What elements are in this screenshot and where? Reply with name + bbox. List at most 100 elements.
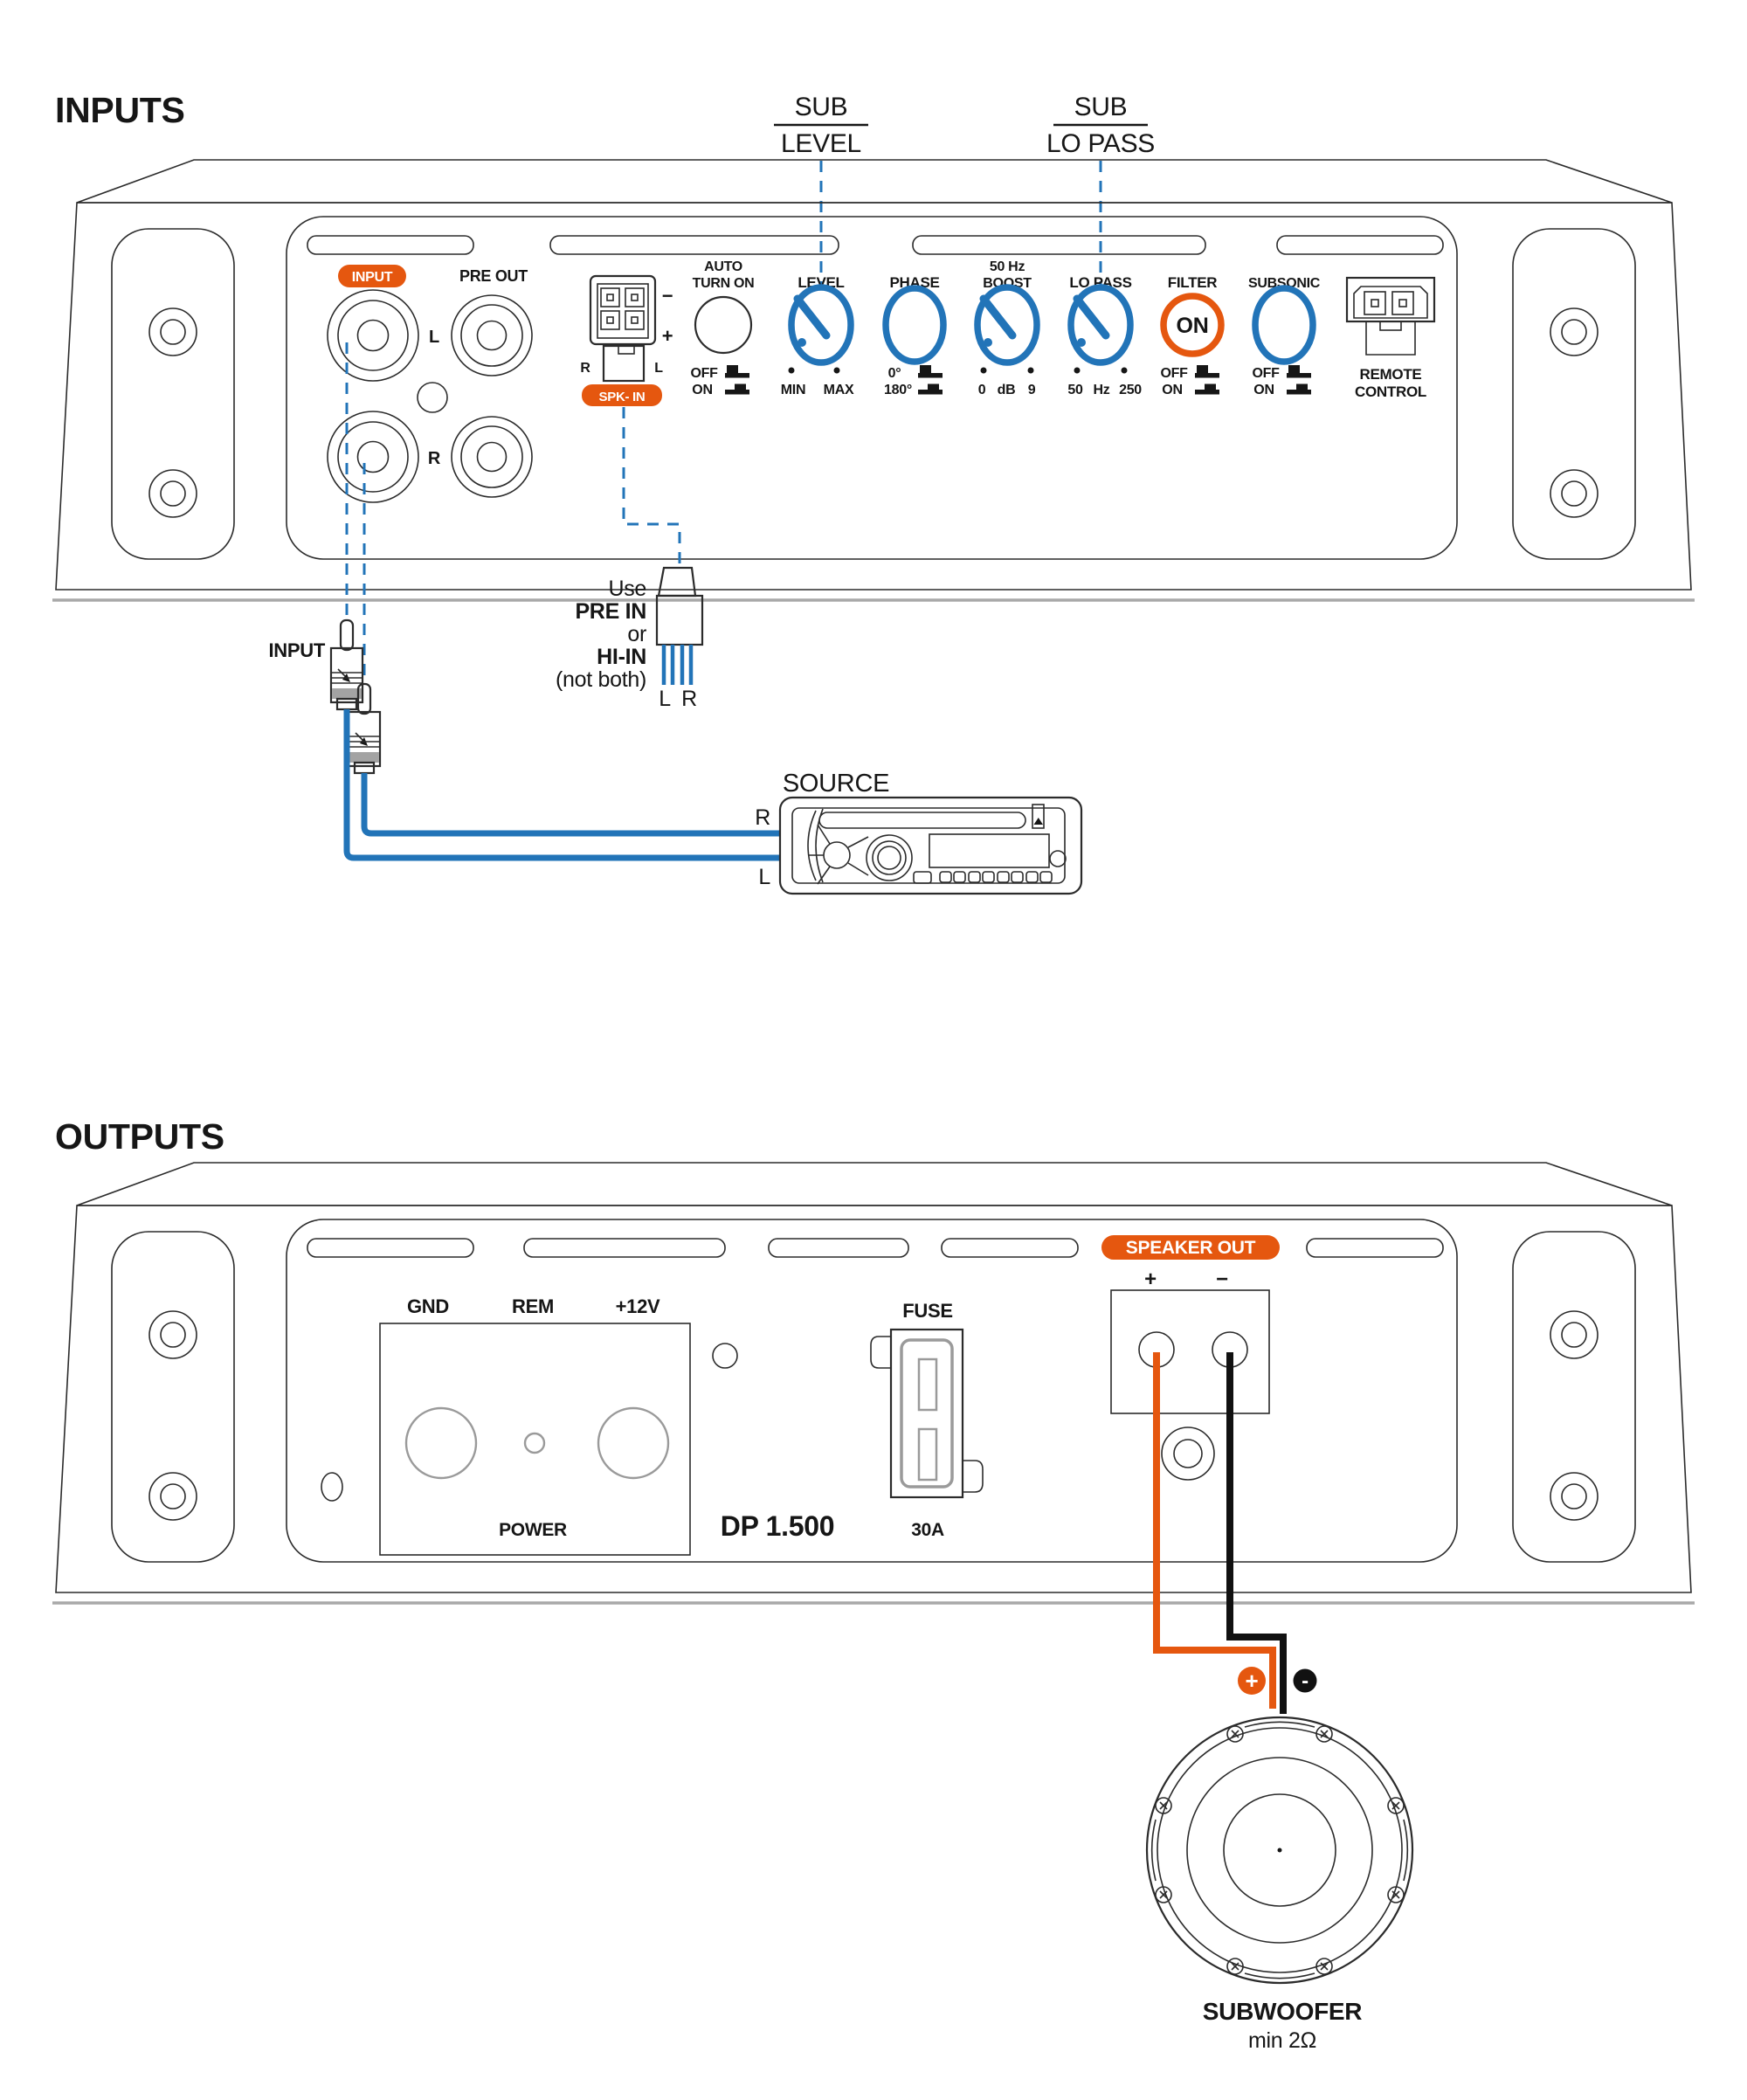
screw-hole	[148, 469, 197, 518]
auto-turn-on-knob	[694, 295, 753, 355]
boost-control: 50 Hz BOOST 0 dB 9	[974, 259, 1040, 397]
rim-detail-arc	[1403, 1819, 1409, 1882]
screw-hole-inner	[1561, 480, 1587, 507]
vent-slot	[1276, 235, 1444, 255]
switch-off-icon	[725, 365, 749, 378]
filter-control: FILTER ON OFF ON	[1160, 274, 1225, 397]
vent-slot	[941, 1238, 1079, 1258]
source-head-unit: SOURCE	[778, 770, 1083, 895]
input-badge	[338, 265, 406, 287]
cable-l	[343, 709, 780, 861]
level-knob-dot	[798, 338, 806, 347]
gnd-terminal	[404, 1406, 478, 1480]
boost-9: 9	[1028, 383, 1036, 397]
head-unit-outer	[778, 796, 1083, 895]
rim-detail-arc	[1150, 1819, 1157, 1882]
head-unit-button	[997, 871, 1010, 883]
preout-jack-r	[451, 416, 533, 498]
subwoofer-center	[1277, 1848, 1282, 1853]
remote-label-1: REMOTE	[1360, 366, 1422, 383]
amp-connection-panel	[286, 1219, 1458, 1563]
level-knob	[788, 284, 854, 366]
remote-port-outer	[1345, 276, 1436, 323]
power-label: POWER	[499, 1520, 567, 1540]
auto-label-1: AUTO	[704, 259, 742, 274]
head-unit-arc	[807, 810, 817, 881]
spk-in-pin	[625, 310, 645, 330]
filter-off: OFF	[1160, 366, 1188, 381]
spk-in-pin-hole	[606, 294, 614, 301]
vent-slot	[912, 235, 1206, 255]
switch-on-icon	[1195, 383, 1219, 395]
callout-sub-lopass-top: SUB	[1074, 93, 1128, 121]
lo-pass-label: LO PASS	[1069, 274, 1131, 291]
head-unit-nav-button	[823, 841, 851, 869]
spk-in-connector: − + R L SPK- IN	[580, 274, 673, 406]
spk-in-pin-hole	[631, 316, 639, 324]
callout-sub-lopass: SUB LO PASS	[1046, 93, 1155, 288]
speaker-out-badge	[1101, 1235, 1280, 1260]
plus12v-terminal	[597, 1406, 670, 1480]
power-terminal-block: GND REM +12V POWER	[321, 1295, 738, 1556]
screw-hole-inner	[160, 480, 186, 507]
switch-off-icon	[1287, 365, 1311, 378]
boost-label-1: 50 Hz	[990, 259, 1025, 274]
input-jack-r-pin	[356, 440, 390, 473]
vent-slot	[1306, 1238, 1444, 1258]
jack-r-label: R	[428, 449, 441, 468]
spk-in-socket	[589, 274, 657, 346]
head-unit-button	[1039, 871, 1053, 883]
outputs-section: OUTPUTS GND REM +12V	[52, 1116, 1695, 2053]
switch-off-icon	[1195, 365, 1219, 378]
note-line-4: HI-IN	[597, 645, 646, 669]
pre-in-hi-in-note: Use PRE IN or HI-IN (not both)	[556, 577, 646, 692]
preout-jack-r-ring	[460, 425, 523, 488]
preout-jack-l-pin	[476, 320, 508, 351]
remote-port-inner	[1353, 286, 1428, 319]
head-unit-button	[953, 871, 966, 883]
boost-knob-pointer	[979, 294, 1017, 340]
jack-l-label: L	[429, 328, 439, 347]
filter-state: ON	[1177, 314, 1209, 338]
subwoofer-gasket	[1157, 1727, 1403, 1973]
screw-hole	[148, 1472, 197, 1521]
tick-dot	[1121, 367, 1128, 374]
volume-knob	[866, 834, 913, 881]
speaker-minus: −	[1216, 1268, 1228, 1291]
switch-on-icon	[918, 383, 943, 395]
switch-on-icon	[725, 383, 749, 395]
nav-spoke	[847, 836, 869, 848]
subwoofer-screws	[1155, 1725, 1405, 1975]
head-unit-button	[913, 871, 932, 884]
screw-hole-inner	[1561, 1322, 1587, 1348]
level-max: MAX	[824, 383, 854, 397]
vent-slot	[768, 1238, 909, 1258]
subwoofer-impedance: min 2Ω	[1248, 2028, 1316, 2053]
remote-pin-hole	[1371, 299, 1379, 307]
phase-label: PHASE	[889, 274, 939, 291]
callout-sub-level-bottom: LEVEL	[781, 129, 861, 158]
subsonic-control: SUBSONIC OFF ON	[1248, 276, 1321, 397]
lo-pass-knob	[1067, 284, 1134, 366]
amp-front-face	[55, 202, 1692, 591]
callout-sub-level-top: SUB	[795, 93, 848, 121]
spk-in-plus: +	[662, 325, 673, 347]
panel-screw-inner	[1173, 1439, 1203, 1468]
head-unit-button	[982, 871, 995, 883]
vent-slot	[523, 1238, 726, 1258]
fuse-holder-outer	[889, 1328, 964, 1499]
rca-plug-body	[329, 646, 364, 704]
fuse-rating: 30A	[911, 1520, 944, 1540]
level-knob-pointer	[793, 294, 831, 340]
plus12v-label: +12V	[616, 1295, 660, 1317]
panel-screw	[1161, 1426, 1215, 1481]
switch-on-icon	[1287, 383, 1311, 395]
input-jack-l-pin	[356, 319, 390, 352]
amp-left-flange	[111, 228, 235, 560]
polarity-minus-label: -	[1302, 1669, 1309, 1693]
speaker-wire-positive	[1153, 1352, 1276, 1709]
auto-off: OFF	[690, 366, 718, 381]
lo-pass-knob-dot	[1077, 338, 1086, 347]
remote-pin-hole	[1398, 299, 1407, 307]
